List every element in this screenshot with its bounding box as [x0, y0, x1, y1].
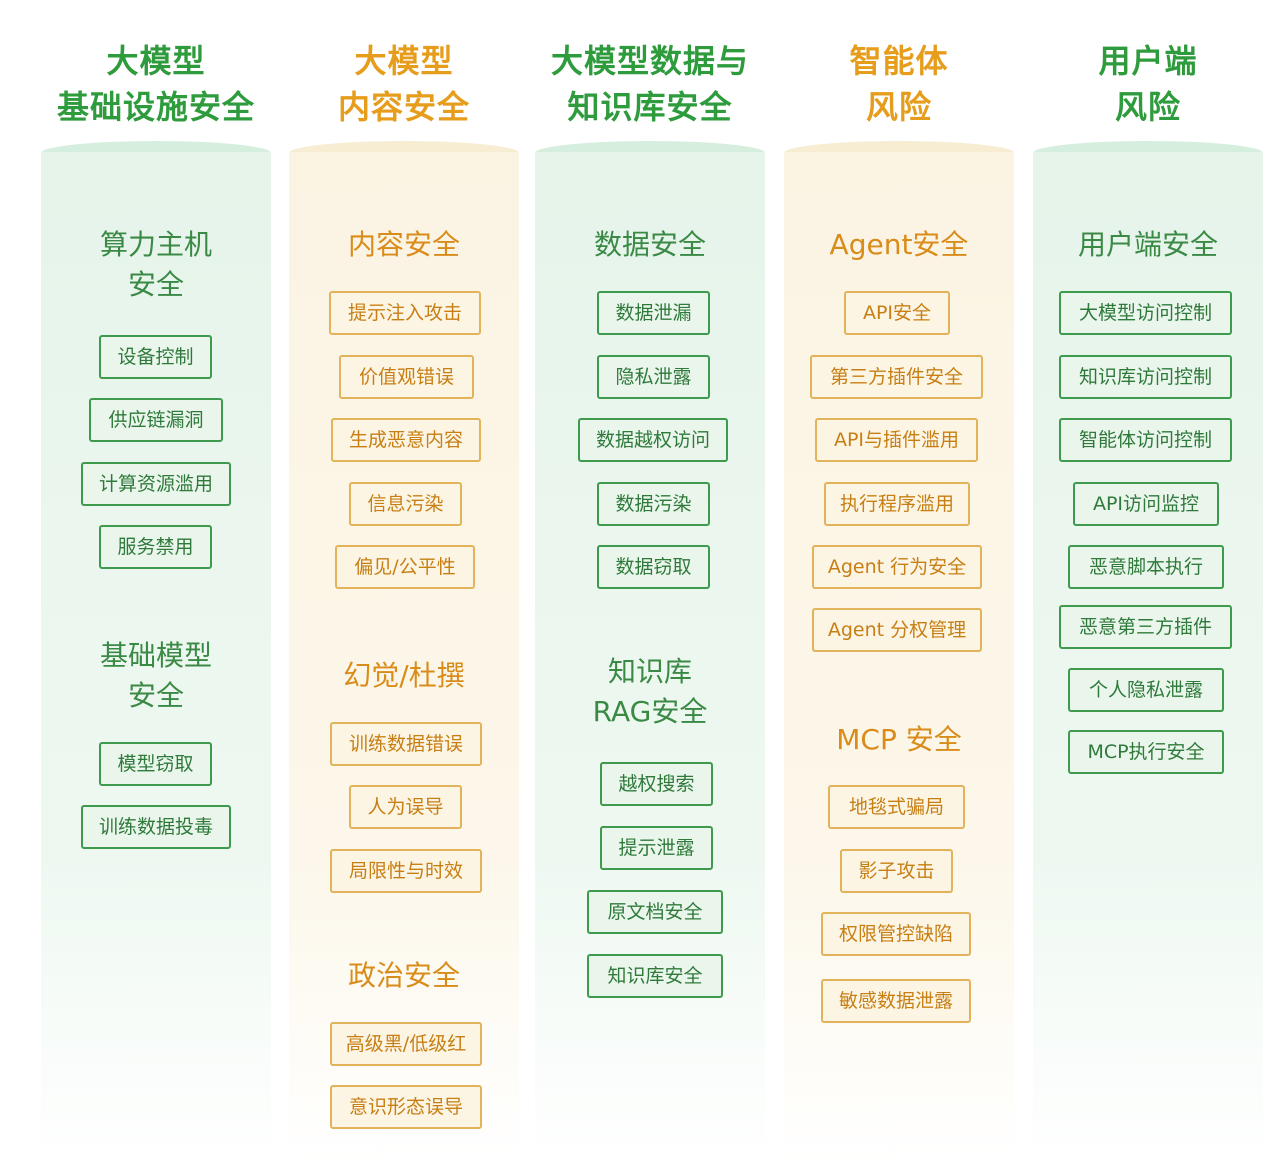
risk-item: 恶意第三方插件 — [1059, 605, 1232, 649]
risk-item: 权限管控缺陷 — [821, 912, 971, 956]
risk-item: 价值观错误 — [339, 355, 474, 399]
risk-item: 训练数据错误 — [330, 722, 482, 766]
section-title: Agent安全 — [829, 228, 969, 261]
risk-item: 偏见/公平性 — [335, 545, 475, 589]
column-title: 大模型 内容安全 — [337, 42, 470, 126]
risk-item: API访问监控 — [1073, 482, 1219, 526]
section-title: 幻觉/杜撰 — [343, 659, 465, 692]
risk-item: 人为误导 — [349, 785, 462, 829]
risk-item: 知识库安全 — [587, 954, 723, 998]
risk-item: 高级黑/低级红 — [330, 1022, 482, 1066]
risk-item: MCP执行安全 — [1068, 730, 1224, 774]
risk-item: 第三方插件安全 — [810, 355, 983, 399]
column-title: 智能体 风险 — [849, 42, 949, 126]
risk-item: 地毯式骗局 — [828, 785, 965, 829]
risk-item: 供应链漏洞 — [89, 398, 223, 442]
risk-item: 信息污染 — [349, 482, 462, 526]
section-title: 知识库 RAG安全 — [592, 655, 708, 728]
column-content: 大模型 内容安全 内容安全 提示注入攻击 价值观错误 生成恶意内容 信息污染 偏… — [289, 0, 519, 1162]
risk-item: Agent 分权管理 — [812, 608, 982, 652]
risk-item: 执行程序滥用 — [824, 482, 970, 526]
risk-item: 个人隐私泄露 — [1068, 668, 1224, 712]
risk-item: 训练数据投毒 — [81, 805, 231, 849]
column-data-knowledge: 大模型数据与 知识库安全 数据安全 数据泄漏 隐私泄露 数据越权访问 数据污染 … — [535, 0, 765, 1162]
risk-item: 越权搜索 — [600, 762, 713, 806]
risk-item: 提示泄露 — [600, 826, 713, 870]
risk-item: 大模型访问控制 — [1059, 291, 1232, 335]
risk-item: 服务禁用 — [99, 525, 212, 569]
risk-item: 隐私泄露 — [597, 355, 710, 399]
risk-item: 敏感数据泄露 — [821, 979, 971, 1023]
risk-item: API安全 — [844, 291, 950, 335]
risk-item: 知识库访问控制 — [1059, 355, 1232, 399]
risk-item: Agent 行为安全 — [812, 545, 982, 589]
risk-item: 提示注入攻击 — [329, 291, 481, 335]
risk-item: 数据窃取 — [597, 545, 710, 589]
section-title: 政治安全 — [347, 959, 460, 992]
risk-item: 影子攻击 — [840, 849, 953, 893]
risk-item: 计算资源滥用 — [81, 462, 231, 506]
risk-item: 局限性与时效 — [330, 849, 482, 893]
risk-item: 数据泄漏 — [597, 291, 710, 335]
section-title: MCP 安全 — [836, 723, 962, 756]
risk-item: 原文档安全 — [587, 890, 723, 934]
column-client: 用户端 风险 用户端安全 大模型访问控制 知识库访问控制 智能体访问控制 API… — [1033, 0, 1263, 1162]
section-title: 内容安全 — [347, 228, 460, 261]
risk-item: API与插件滥用 — [815, 418, 978, 462]
risk-item: 生成恶意内容 — [331, 418, 481, 462]
section-title: 算力主机 安全 — [99, 228, 212, 301]
risk-item: 数据越权访问 — [578, 418, 728, 462]
risk-item: 恶意脚本执行 — [1068, 545, 1224, 589]
column-agent: 智能体 风险 Agent安全 API安全 第三方插件安全 API与插件滥用 执行… — [784, 0, 1014, 1162]
column-infrastructure: 大模型 基础设施安全 算力主机 安全 设备控制 供应链漏洞 计算资源滥用 服务禁… — [41, 0, 271, 1162]
section-title: 数据安全 — [593, 228, 706, 261]
risk-item: 意识形态误导 — [330, 1085, 482, 1129]
column-title: 用户端 风险 — [1098, 42, 1198, 126]
column-title: 大模型数据与 知识库安全 — [550, 42, 749, 126]
section-title: 用户端安全 — [1077, 228, 1218, 261]
risk-item: 智能体访问控制 — [1059, 418, 1232, 462]
risk-item: 模型窃取 — [99, 742, 212, 786]
risk-item: 设备控制 — [99, 335, 212, 379]
column-title: 大模型 基础设施安全 — [56, 42, 255, 126]
section-title: 基础模型 安全 — [99, 639, 212, 712]
pillar — [41, 152, 271, 1162]
risk-item: 数据污染 — [597, 482, 710, 526]
